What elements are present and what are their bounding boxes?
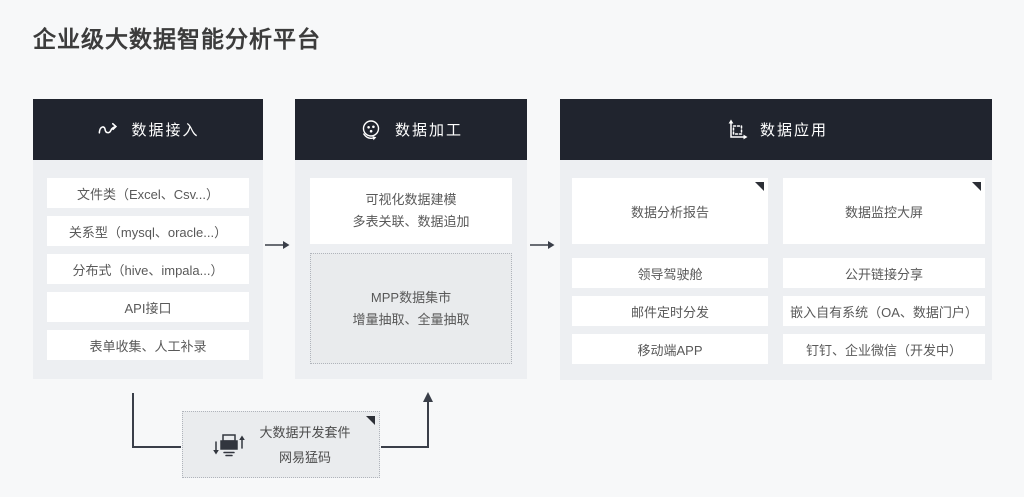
modeling-line-1: 可视化数据建模: [365, 192, 457, 207]
data-processing-body: 可视化数据建模 多表关联、数据追加 MPP数据集市 增量抽取、全量抽取: [295, 160, 527, 379]
dev-suite-text: 大数据开发套件 网易猛码: [259, 420, 350, 470]
access-item-relational: 关系型（mysql、oracle...）: [47, 216, 249, 246]
mpp-line-2: 增量抽取、全量抽取: [352, 311, 470, 327]
modeling-line-2: 多表关联、数据追加: [352, 214, 470, 229]
dev-suite-line-1: 大数据开发套件: [259, 424, 351, 440]
dev-suite-box: 大数据开发套件 网易猛码: [182, 411, 380, 478]
data-application-panel: 数据应用 数据分析报告 数据监控大屏 领导驾驶舱 公开链接分享 邮件定时分发 嵌…: [560, 99, 992, 380]
data-processing-header-label: 数据加工: [394, 122, 463, 139]
arrow-right-icon: [530, 241, 555, 249]
application-item-leader-cockpit: 领导驾驶舱: [572, 258, 768, 288]
access-item-api: API接口: [47, 292, 249, 322]
application-item-email-schedule: 邮件定时分发: [572, 296, 768, 326]
application-item-dingtalk-wechat: 钉钉、企业微信（开发中）: [783, 334, 985, 364]
application-item-public-link: 公开链接分享: [783, 258, 985, 288]
process-cycle-icon: [359, 118, 383, 142]
data-application-header: 数据应用: [560, 99, 992, 160]
chart-axes-icon: [724, 118, 748, 142]
dev-suite-icon: [211, 430, 247, 460]
processing-item-modeling: 可视化数据建模 多表关联、数据追加: [310, 178, 512, 244]
application-item-monitor-screen: 数据监控大屏: [783, 178, 985, 244]
application-item-analysis-report: 数据分析报告: [572, 178, 768, 244]
processing-item-mpp: MPP数据集市 增量抽取、全量抽取: [310, 253, 512, 364]
access-item-distributed: 分布式（hive、impala...）: [47, 254, 249, 284]
application-item-embed-system: 嵌入自有系统（OA、数据门户）: [783, 296, 985, 326]
data-access-header-label: 数据接入: [131, 122, 200, 139]
mpp-line-1: MPP数据集市: [370, 289, 452, 305]
data-access-header: 数据接入: [33, 99, 263, 160]
data-application-header-label: 数据应用: [759, 122, 828, 139]
arrow-right-icon: [265, 241, 290, 249]
flow-squiggle-icon: [96, 118, 119, 141]
application-item-mobile-app: 移动端APP: [572, 334, 768, 364]
data-access-panel: 数据接入 文件类（Excel、Csv...） 关系型（mysql、oracle.…: [33, 99, 263, 379]
dev-suite-line-2: 网易猛码: [278, 449, 331, 465]
access-item-forms: 表单收集、人工补录: [47, 330, 249, 360]
data-application-body: 数据分析报告 数据监控大屏 领导驾驶舱 公开链接分享 邮件定时分发 嵌入自有系统…: [560, 160, 992, 380]
data-processing-panel: 数据加工 可视化数据建模 多表关联、数据追加 MPP数据集市 增量抽取、全量抽取: [295, 99, 527, 379]
data-processing-header: 数据加工: [295, 99, 527, 160]
data-access-body: 文件类（Excel、Csv...） 关系型（mysql、oracle...） 分…: [33, 160, 263, 379]
page-title: 企业级大数据智能分析平台: [33, 26, 321, 52]
access-item-files: 文件类（Excel、Csv...）: [47, 178, 249, 208]
